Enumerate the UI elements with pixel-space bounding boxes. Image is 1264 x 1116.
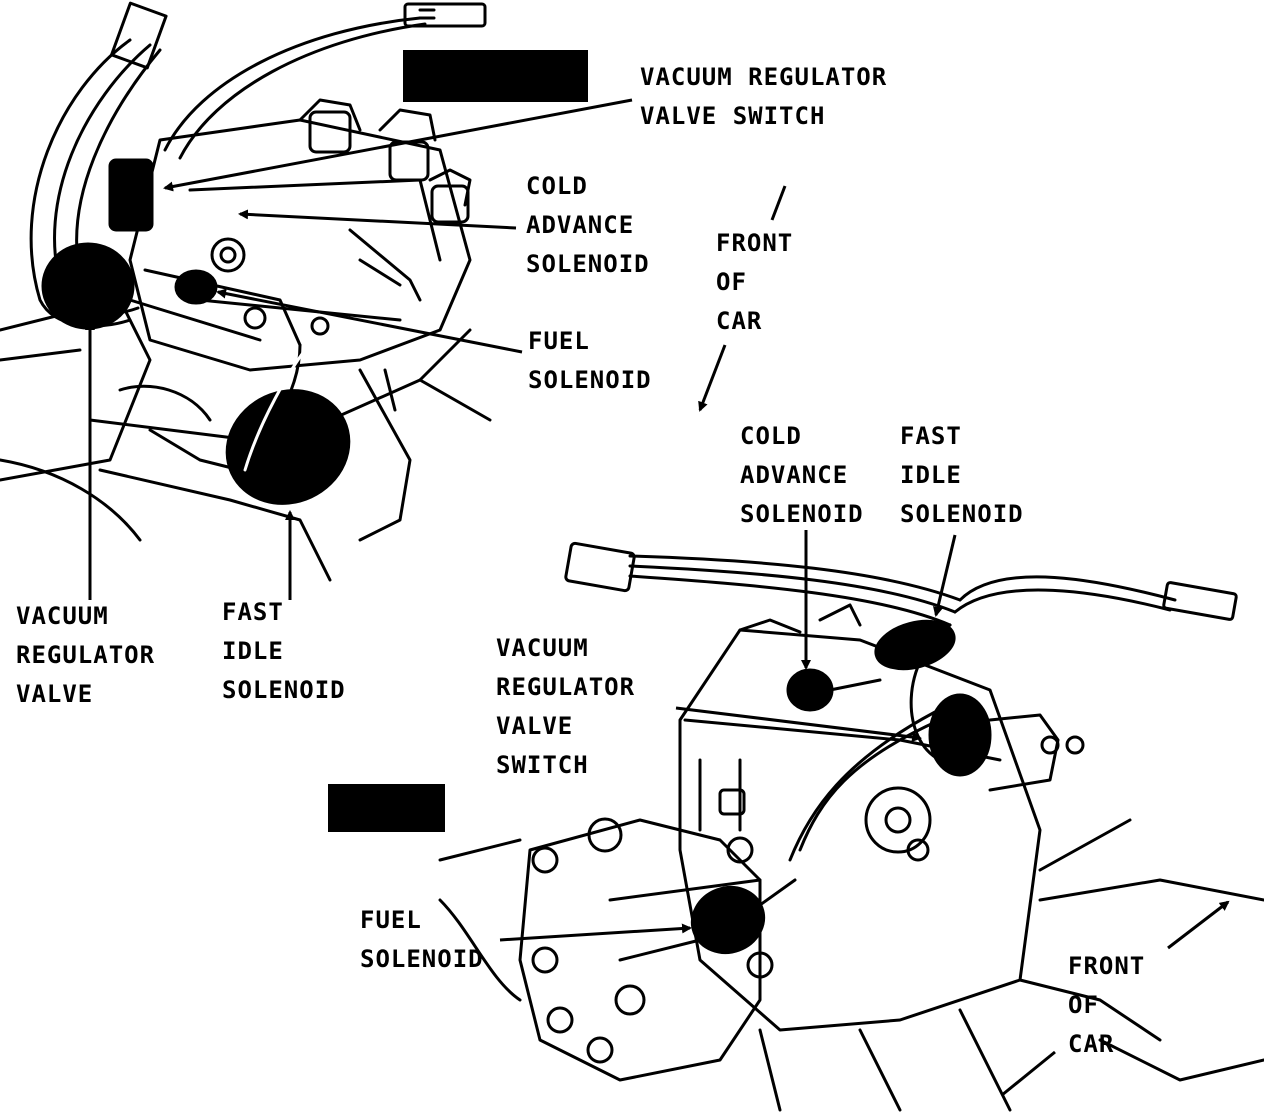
figure-number-box-lower: [328, 784, 445, 832]
label-vacuum-regulator-valve-switch-upper: VACUUM REGULATOR VALVE SWITCH: [640, 63, 888, 130]
figure-number-box-upper: [403, 50, 588, 102]
label-fast-idle-solenoid-upper: FAST IDLE SOLENOID: [222, 598, 346, 704]
lower-leader-lines: [499, 530, 1230, 1097]
label-front-of-car-lower: FRONT OF CAR: [1068, 952, 1146, 1058]
label-fast-idle-solenoid-lower: FAST IDLE SOLENOID: [900, 422, 1024, 528]
label-vacuum-regulator-valve-upper: VACUUM REGULATOR VALVE: [16, 602, 156, 708]
label-front-of-car-upper: FRONT OF CAR: [716, 229, 794, 335]
label-fuel-solenoid-lower: FUEL SOLENOID: [360, 906, 484, 973]
label-vacuum-regulator-valve-switch-lower: VACUUM REGULATOR VALVE SWITCH: [496, 634, 636, 779]
label-cold-advance-solenoid-upper: COLD ADVANCE SOLENOID: [526, 172, 650, 278]
upper-leader-lines: [85, 98, 787, 600]
label-fuel-solenoid-upper: FUEL SOLENOID: [528, 327, 652, 394]
lower-engine-illustration: [438, 541, 1264, 1112]
label-cold-advance-solenoid-lower: COLD ADVANCE SOLENOID: [740, 422, 864, 528]
upper-engine-illustration: [0, 1, 492, 582]
